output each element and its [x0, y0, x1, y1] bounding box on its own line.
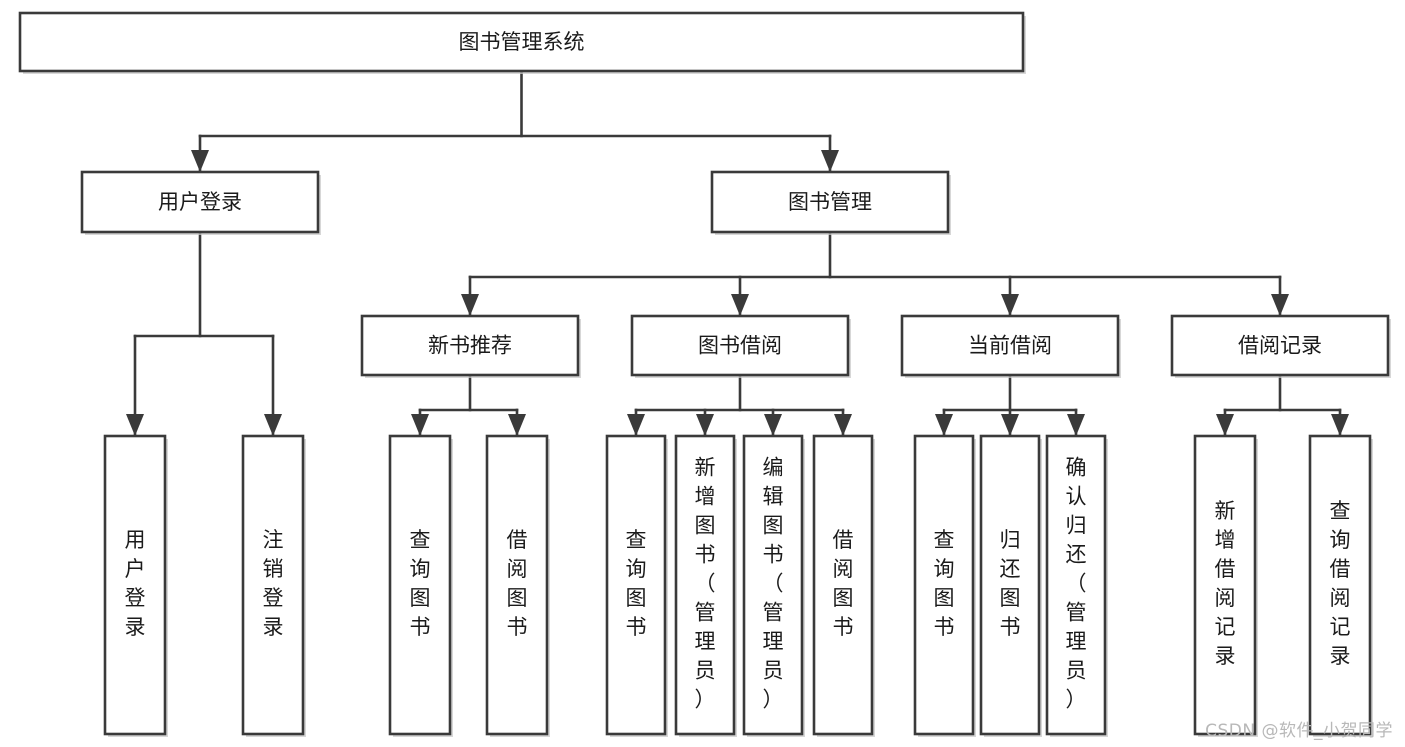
node-user-login-login[interactable]: 用户登录	[103, 434, 168, 737]
node-recommend-query-book[interactable]: 查询图书	[388, 434, 453, 737]
node-label-book-borrow: 图书借阅	[698, 334, 782, 358]
node-borrow-add-book[interactable]: 新增图书（管理员）	[674, 434, 737, 737]
node-root[interactable]: 图书管理系统	[18, 11, 1026, 74]
arrow-head-icon-current-borrow-1	[1001, 414, 1019, 436]
node-label-book-manage: 图书管理	[788, 190, 872, 214]
arrow-head-icon-current-borrow-0	[935, 414, 953, 436]
arrow-head-icon-root-0	[191, 150, 209, 172]
node-label-record-query: 查询借阅记录	[1330, 499, 1351, 668]
node-label-borrow-record: 借阅记录	[1238, 334, 1322, 358]
node-label-borrow-borrow-book: 借阅图书	[833, 528, 854, 639]
node-borrow-borrow-book[interactable]: 借阅图书	[812, 434, 875, 737]
node-borrow-query-book[interactable]: 查询图书	[605, 434, 668, 737]
arrow-head-icon-user-login-1	[264, 414, 282, 436]
node-label-user-login-logout: 注销登录	[263, 528, 284, 639]
node-current-return-book[interactable]: 归还图书	[979, 434, 1042, 737]
node-current-query-book[interactable]: 查询图书	[913, 434, 976, 737]
node-borrow-record[interactable]: 借阅记录	[1170, 314, 1391, 378]
node-book-borrow[interactable]: 图书借阅	[630, 314, 851, 378]
nodes-layer: 图书管理系统用户登录用户登录注销登录图书管理新书推荐查询图书借阅图书图书借阅查询…	[18, 11, 1391, 737]
arrow-head-icon-book-manage-2	[1001, 294, 1019, 316]
arrow-head-icon-book-borrow-0	[627, 414, 645, 436]
node-user-login[interactable]: 用户登录	[80, 170, 321, 235]
node-borrow-edit-book[interactable]: 编辑图书（管理员）	[742, 434, 805, 737]
node-label-current-confirm-return: 确认归还（管理员）	[1066, 456, 1087, 712]
arrow-head-icon-book-manage-1	[731, 294, 749, 316]
node-current-borrow[interactable]: 当前借阅	[900, 314, 1121, 378]
node-label-borrow-edit-book: 编辑图书（管理员）	[763, 456, 784, 712]
node-label-user-login-login: 用户登录	[125, 528, 146, 639]
node-label-user-login: 用户登录	[158, 190, 242, 214]
arrow-head-icon-book-manage-0	[461, 294, 479, 316]
node-label-current-return-book: 归还图书	[1000, 528, 1021, 639]
node-label-borrow-add-book: 新增图书（管理员）	[695, 456, 716, 712]
arrow-head-icon-borrow-record-0	[1216, 414, 1234, 436]
node-record-query[interactable]: 查询借阅记录	[1308, 434, 1373, 737]
node-label-new-book-recommend: 新书推荐	[428, 334, 512, 358]
node-label-recommend-query-book: 查询图书	[410, 528, 431, 639]
node-record-add[interactable]: 新增借阅记录	[1193, 434, 1258, 737]
node-user-login-logout[interactable]: 注销登录	[241, 434, 306, 737]
arrow-head-icon-book-manage-3	[1271, 294, 1289, 316]
arrow-head-icon-book-borrow-3	[834, 414, 852, 436]
watermark-text: CSDN @软件_小贺同学	[1205, 721, 1393, 741]
arrow-head-icon-current-borrow-2	[1067, 414, 1085, 436]
node-label-current-borrow: 当前借阅	[968, 334, 1052, 358]
node-label-record-add: 新增借阅记录	[1215, 499, 1236, 668]
arrow-head-icon-new-book-recommend-1	[508, 414, 526, 436]
arrow-head-icon-book-borrow-2	[764, 414, 782, 436]
node-label-current-query-book: 查询图书	[934, 528, 955, 639]
arrow-head-icon-borrow-record-1	[1331, 414, 1349, 436]
arrow-head-icon-root-1	[821, 150, 839, 172]
arrow-head-icon-user-login-0	[126, 414, 144, 436]
connectors-layer	[126, 69, 1349, 437]
node-new-book-recommend[interactable]: 新书推荐	[360, 314, 581, 378]
node-current-confirm-return[interactable]: 确认归还（管理员）	[1045, 434, 1108, 737]
arrow-head-icon-book-borrow-1	[696, 414, 714, 436]
node-book-manage[interactable]: 图书管理	[710, 170, 951, 235]
node-label-recommend-borrow-book: 借阅图书	[507, 528, 528, 639]
node-label-root: 图书管理系统	[459, 30, 585, 54]
arrow-head-icon-new-book-recommend-0	[411, 414, 429, 436]
node-recommend-borrow-book[interactable]: 借阅图书	[485, 434, 550, 737]
node-label-borrow-query-book: 查询图书	[626, 528, 647, 639]
